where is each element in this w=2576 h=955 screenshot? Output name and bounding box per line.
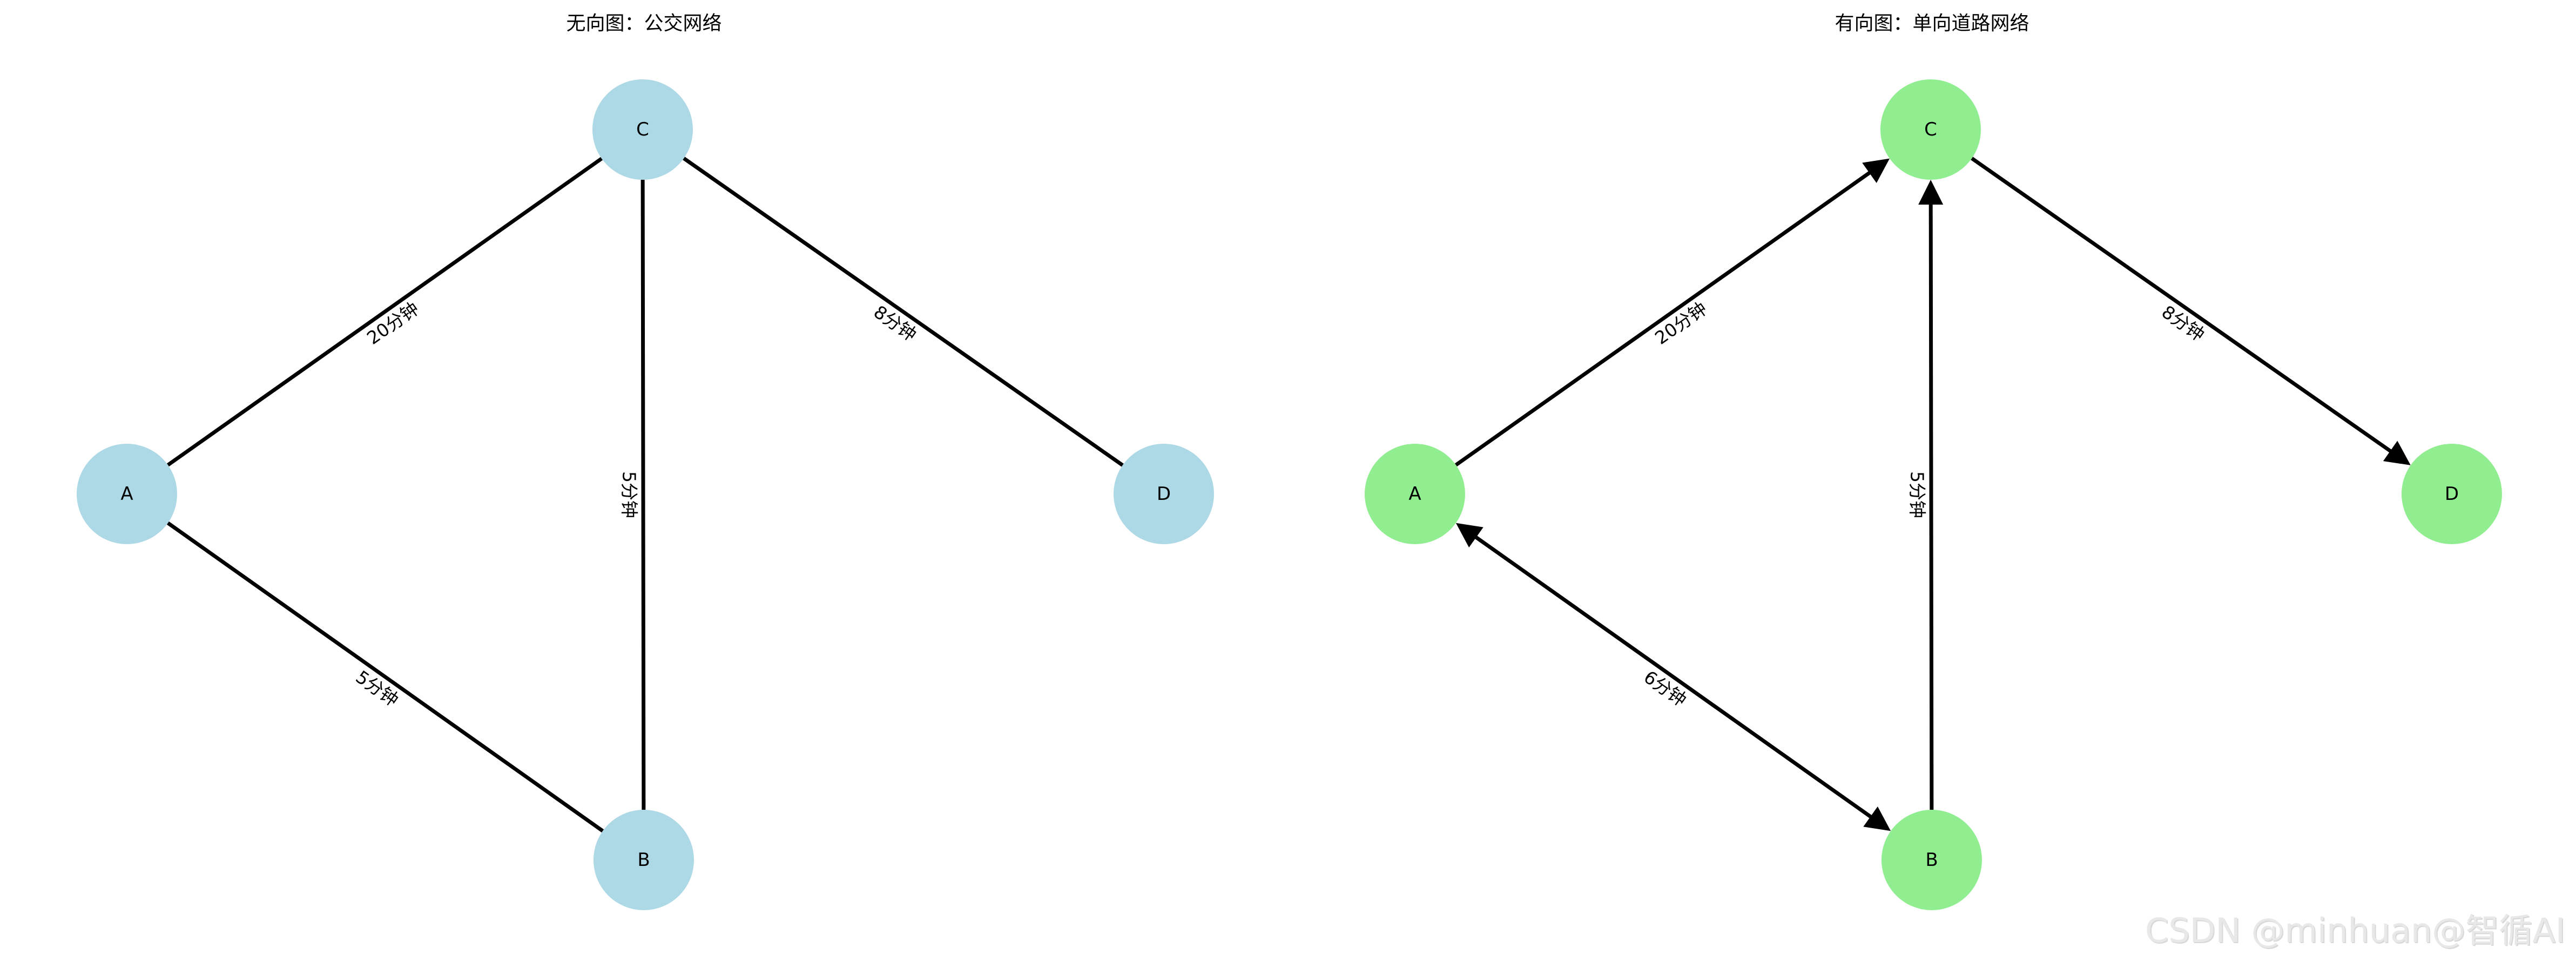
node-circle-d[interactable] bbox=[2402, 444, 2502, 544]
node-circle-b[interactable] bbox=[594, 810, 694, 910]
arrowhead-icon bbox=[1455, 523, 1483, 548]
node-label-b: B bbox=[1925, 849, 1938, 871]
arrowhead-icon bbox=[1862, 158, 1890, 184]
graph-edge-a-c bbox=[166, 157, 603, 467]
graph-node-d[interactable]: D bbox=[1114, 444, 1214, 544]
node-label-c: C bbox=[1924, 119, 1937, 140]
arrowhead-icon bbox=[2383, 441, 2411, 465]
arrowhead-layer bbox=[1455, 158, 2411, 831]
node-circle-a[interactable] bbox=[77, 444, 177, 544]
node-label-d: D bbox=[1157, 483, 1171, 505]
node-label-a: A bbox=[1408, 483, 1421, 505]
graph-edge-a-b bbox=[1473, 534, 1873, 819]
node-circle-d[interactable] bbox=[1114, 444, 1214, 544]
node-circle-a[interactable] bbox=[1365, 444, 1465, 544]
graph-edge-a-b bbox=[166, 521, 604, 833]
graph-edge-a-c bbox=[1454, 170, 1872, 467]
graph-edge-b-c bbox=[640, 179, 646, 810]
graph-edge-b-c bbox=[1928, 202, 1934, 810]
node-circle-c[interactable] bbox=[1880, 79, 1981, 180]
node-label-d: D bbox=[2445, 483, 2459, 505]
graph-node-c[interactable]: C bbox=[592, 79, 693, 180]
edge-layer bbox=[166, 157, 1124, 833]
arrowhead-icon bbox=[1918, 179, 1944, 205]
node-layer: A B C D bbox=[1365, 79, 2502, 910]
graph-edge-c-d bbox=[683, 157, 1124, 467]
graph-edge-c-d bbox=[1971, 157, 2393, 454]
graph-node-d[interactable]: D bbox=[2402, 444, 2502, 544]
node-layer: A B C D bbox=[77, 79, 1214, 910]
graph-node-a[interactable]: A bbox=[1365, 444, 1465, 544]
graph-node-b[interactable]: B bbox=[1882, 810, 1982, 910]
node-label-c: C bbox=[636, 119, 649, 140]
edge-label-b-c: 5分钟 bbox=[1906, 471, 1927, 518]
node-circle-b[interactable] bbox=[1882, 810, 1982, 910]
node-label-a: A bbox=[120, 483, 133, 505]
panel-title-directed: 有向图：单向道路网络 bbox=[1835, 12, 2029, 35]
panel-title-undirected: 无向图：公交网络 bbox=[566, 12, 722, 35]
graph-node-a[interactable]: A bbox=[77, 444, 177, 544]
node-label-b: B bbox=[637, 849, 650, 871]
edge-label-b-c: 5分钟 bbox=[618, 471, 639, 518]
arrowhead-icon bbox=[1863, 806, 1891, 831]
edge-layer bbox=[1454, 157, 2393, 819]
graph-node-c[interactable]: C bbox=[1880, 79, 1981, 180]
graph-node-b[interactable]: B bbox=[594, 810, 694, 910]
node-circle-c[interactable] bbox=[592, 79, 693, 180]
